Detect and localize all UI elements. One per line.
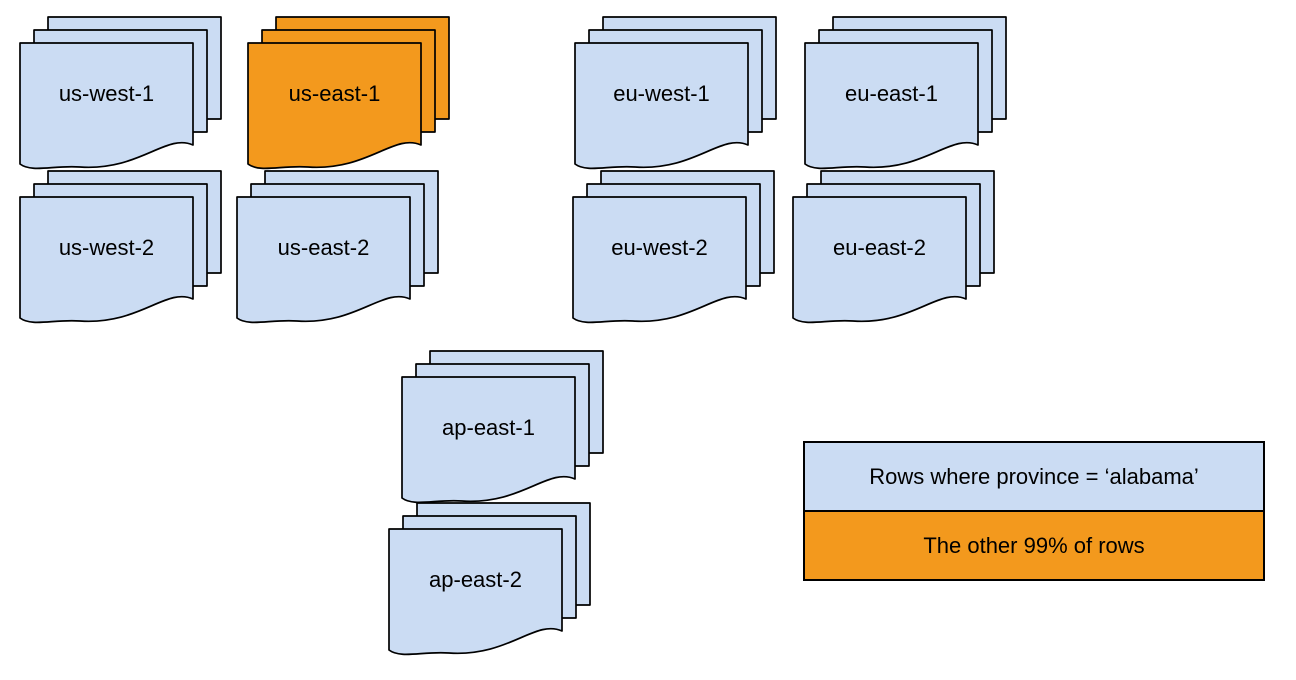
region-stack-ap-east-2: ap-east-2 xyxy=(387,502,593,660)
region-stack-eu-west-2: eu-west-2 xyxy=(571,170,777,328)
document-stack-icon xyxy=(572,170,775,324)
region-stack-us-east-1: us-east-1 xyxy=(246,16,452,174)
legend-label: The other 99% of rows xyxy=(923,532,1145,558)
region-stack-eu-east-1: eu-east-1 xyxy=(803,16,1009,174)
region-stack-us-west-1: us-west-1 xyxy=(18,16,224,174)
region-stack-us-east-2: us-east-2 xyxy=(235,170,441,328)
region-stack-eu-west-1: eu-west-1 xyxy=(573,16,779,174)
region-stack-eu-east-2: eu-east-2 xyxy=(791,170,997,328)
region-stack-us-west-2: us-west-2 xyxy=(18,170,224,328)
document-stack-icon xyxy=(247,16,450,170)
document-stack-icon xyxy=(401,350,604,504)
legend-row-alabama: Rows where province = ‘alabama’ xyxy=(805,443,1263,510)
legend-label: Rows where province = ‘alabama’ xyxy=(869,463,1199,489)
legend-row-other-rows: The other 99% of rows xyxy=(805,510,1263,579)
document-stack-icon xyxy=(19,170,222,324)
document-stack-icon xyxy=(19,16,222,170)
document-stack-icon xyxy=(804,16,1007,170)
document-stack-icon xyxy=(574,16,777,170)
region-stack-ap-east-1: ap-east-1 xyxy=(400,350,606,508)
document-stack-icon xyxy=(388,502,591,656)
document-stack-icon xyxy=(236,170,439,324)
document-stack-icon xyxy=(792,170,995,324)
legend: Rows where province = ‘alabama’ The othe… xyxy=(803,441,1265,581)
